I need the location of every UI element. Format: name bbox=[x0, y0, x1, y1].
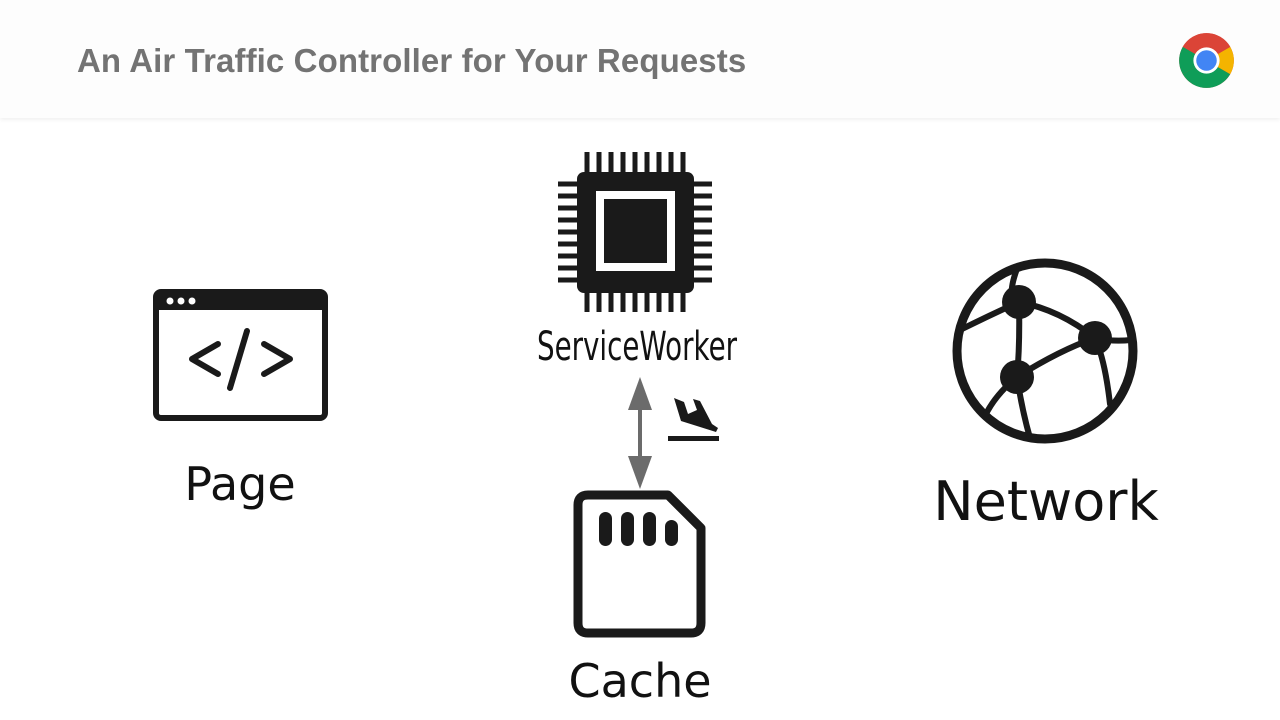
chrome-logo-icon bbox=[1179, 33, 1234, 88]
slide-header: An Air Traffic Controller for Your Reque… bbox=[0, 0, 1280, 118]
airplane-landing-icon bbox=[668, 398, 719, 441]
browser-window-code-icon bbox=[153, 289, 328, 421]
network-node: Network bbox=[933, 258, 1159, 533]
double-arrow bbox=[628, 377, 652, 489]
page-label: Page bbox=[184, 457, 295, 511]
globe-network-icon bbox=[952, 258, 1138, 444]
cache-node: Cache bbox=[568, 490, 712, 708]
slide-title: An Air Traffic Controller for Your Reque… bbox=[77, 42, 747, 79]
page-node: Page bbox=[153, 289, 328, 511]
network-label: Network bbox=[933, 470, 1159, 533]
sw-cache-connector bbox=[628, 377, 719, 489]
service-worker-node: ServiceWorker bbox=[537, 152, 737, 370]
cache-label: Cache bbox=[568, 654, 711, 708]
cpu-chip-icon bbox=[558, 152, 712, 312]
sd-card-icon bbox=[573, 490, 706, 638]
service-worker-label: ServiceWorker bbox=[537, 324, 737, 370]
